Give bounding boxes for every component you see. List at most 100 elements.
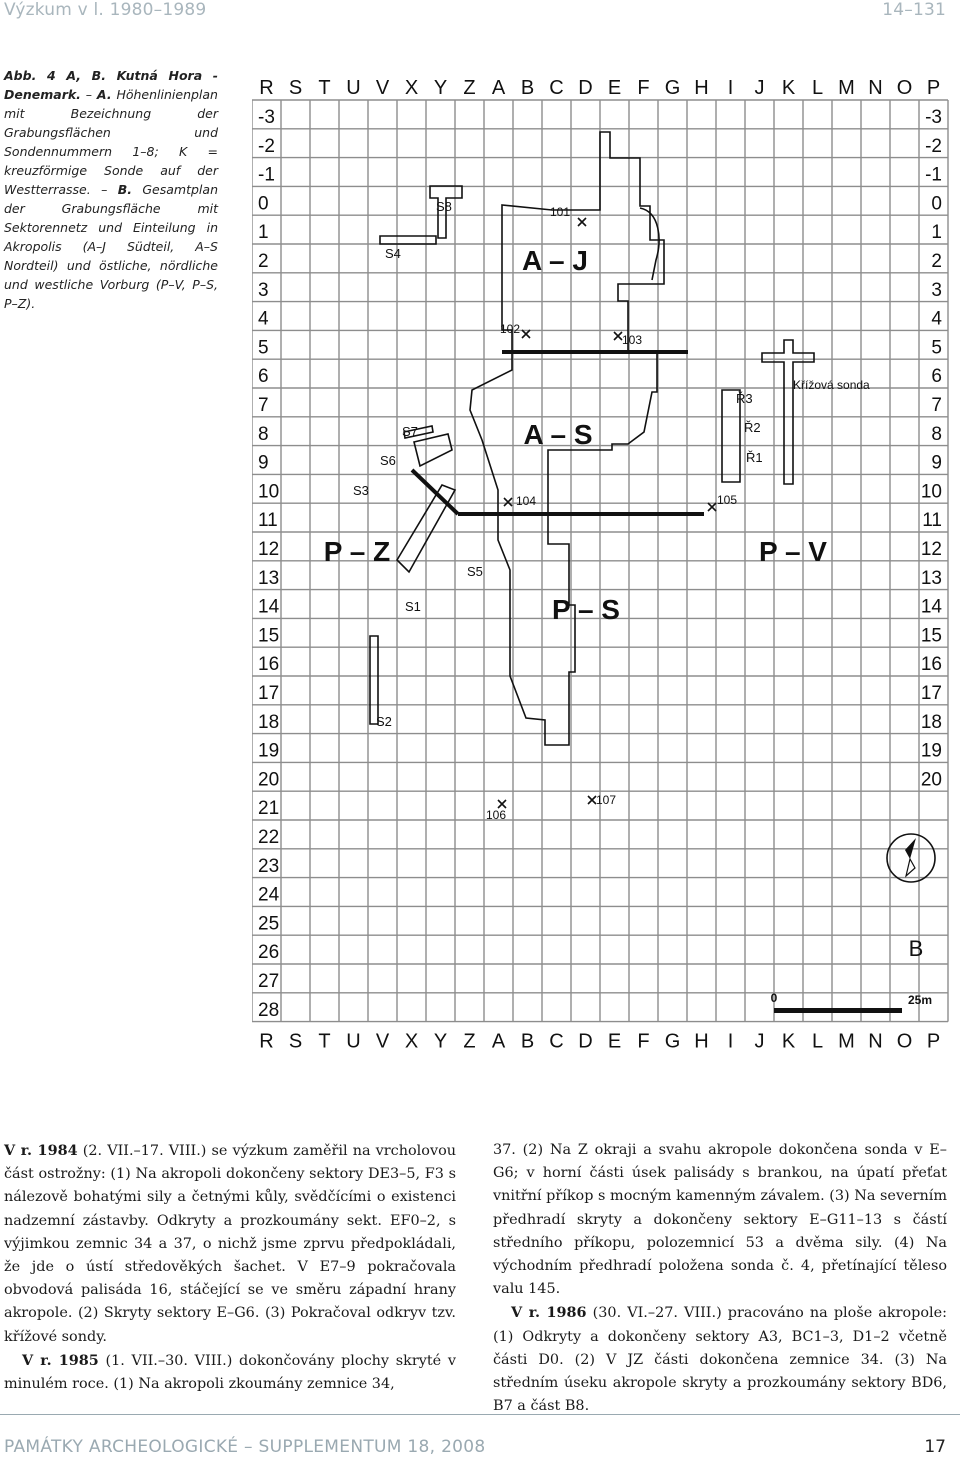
sonda-label-s3: S3 — [353, 483, 369, 498]
point-marker-cross — [497, 799, 507, 809]
sonda-label-s8: S8 — [436, 199, 452, 214]
column-label-top: I — [728, 77, 734, 99]
row-label-right: 12 — [921, 539, 942, 560]
row-label-right: 4 — [931, 309, 942, 330]
row-label-right: 13 — [921, 568, 942, 589]
point-marker-cross — [503, 497, 513, 507]
row-label-right: 19 — [921, 741, 942, 762]
column-label-top: F — [637, 77, 649, 99]
column-label-bottom: R — [259, 1031, 273, 1053]
cross-sonda — [761, 339, 815, 485]
text-1984: (2. VII.–17. VIII.) se výzkum zaměřil na… — [4, 1143, 457, 1345]
sonda-label-s7: S7 — [402, 424, 418, 439]
column-label-top: P — [927, 77, 940, 99]
point-marker-cross — [707, 502, 717, 512]
point-label-106: 106 — [486, 808, 506, 822]
sector-label-aj: A – J — [522, 245, 588, 276]
sector-label-as: A – S — [524, 419, 593, 450]
point-label-102: 102 — [500, 322, 520, 336]
column-label-top: S — [289, 77, 302, 99]
column-label-top: U — [346, 77, 360, 99]
row-label-left: 10 — [258, 481, 279, 502]
column-label-top: C — [549, 77, 563, 99]
column-label-bottom: P — [927, 1031, 940, 1053]
row-label-right: 2 — [931, 251, 942, 272]
row-label-right: 11 — [922, 510, 942, 531]
paragraph-1984: V r. 1984 (2. VII.–17. VIII.) se výzkum … — [4, 1139, 456, 1349]
caption-label: Abb. 4 A, B. Kutná Hora - Denemark. — [4, 68, 218, 102]
row-label-right: 10 — [921, 481, 942, 502]
row-label-left: -3 — [258, 107, 275, 128]
point-label-104: 104 — [516, 494, 536, 508]
row-label-left: 15 — [258, 625, 279, 646]
row-label-left: 14 — [258, 597, 280, 618]
row-label-right: 3 — [931, 280, 942, 301]
row-label-right: 0 — [931, 193, 942, 214]
row-label-right: -1 — [925, 165, 942, 186]
row-label-right: 18 — [921, 712, 942, 733]
sonda-s2 — [369, 635, 379, 725]
caption-a-text: Höhenlinienplan mit Bezeichnung der Grab… — [4, 87, 218, 197]
column-label-bottom: K — [782, 1031, 796, 1053]
row-label-left: 20 — [258, 769, 279, 790]
point-label-107: 107 — [596, 793, 616, 807]
row-label-right: 1 — [931, 222, 942, 243]
row-label-left: 21 — [258, 798, 279, 819]
column-label-top: K — [782, 77, 796, 99]
row-label-left: 7 — [258, 395, 269, 416]
caption-b-label: B. — [117, 182, 132, 197]
sector-label-pv: P – V — [759, 536, 827, 567]
row-label-left: 25 — [258, 913, 279, 934]
row-label-left: 3 — [258, 280, 269, 301]
column-label-top: O — [897, 77, 913, 99]
sonda-s4 — [379, 235, 437, 245]
column-label-top: L — [812, 77, 823, 99]
row-label-right: 17 — [921, 683, 942, 704]
row-label-left: 5 — [258, 337, 269, 358]
point-label-r3: Ř3 — [736, 391, 753, 406]
row-label-right: 7 — [931, 395, 942, 416]
journal-footer: PAMÁTKY ARCHEOLOGICKÉ – SUPPLEMENTUM 18,… — [4, 1437, 486, 1457]
point-label-r1: Ř1 — [746, 450, 763, 465]
column-label-bottom: T — [318, 1031, 330, 1053]
row-label-left: 23 — [258, 856, 279, 877]
sonda-s8 — [429, 185, 463, 239]
row-label-right: 16 — [921, 654, 942, 675]
year-1986: V r. 1986 — [511, 1304, 587, 1322]
running-head-left: Výzkum v l. 1980–1989 — [4, 0, 207, 20]
column-label-bottom: J — [755, 1031, 765, 1053]
row-label-left: 16 — [258, 654, 279, 675]
row-label-left: 19 — [258, 741, 279, 762]
column-label-bottom: Y — [434, 1031, 447, 1053]
column-label-bottom: B — [521, 1031, 534, 1053]
paragraph-1985: V r. 1985 (1. VII.–30. VIII.) dokončován… — [4, 1349, 456, 1396]
row-label-right: 15 — [921, 625, 942, 646]
column-label-bottom: H — [694, 1031, 708, 1053]
row-label-left: 2 — [258, 251, 269, 272]
column-label-bottom: N — [868, 1031, 882, 1053]
column-label-top: V — [376, 77, 390, 99]
column-label-bottom: S — [289, 1031, 302, 1053]
caption-b-text: Gesamtplan der Grabungsfläche mit Sektor… — [4, 182, 218, 311]
column-label-top: R — [259, 77, 273, 99]
column-label-bottom: L — [812, 1031, 823, 1053]
row-label-left: 18 — [258, 712, 279, 733]
paragraph-1986: V r. 1986 (30. VI.–27. VIII.) pracováno … — [493, 1301, 947, 1418]
east-sector-sonda — [721, 389, 741, 483]
column-label-bottom: U — [346, 1031, 360, 1053]
row-label-right: 8 — [931, 424, 942, 445]
row-label-left: 1 — [258, 222, 269, 243]
row-label-left: 0 — [258, 193, 269, 214]
year-1985: V r. 1985 — [22, 1351, 99, 1369]
sonda-label-s4: S4 — [385, 246, 401, 261]
row-label-right: 9 — [931, 453, 942, 474]
column-label-top: B — [521, 77, 534, 99]
row-label-left: -1 — [258, 165, 275, 186]
point-marker-cross — [587, 795, 597, 805]
page-number: 17 — [924, 1437, 946, 1457]
figure-caption: Abb. 4 A, B. Kutná Hora - Denemark. – A.… — [4, 68, 218, 311]
column-label-top: T — [318, 77, 330, 99]
text-1986: (30. VI.–27. VIII.) pracováno na ploše a… — [493, 1305, 947, 1415]
column-label-top: Z — [463, 77, 475, 99]
